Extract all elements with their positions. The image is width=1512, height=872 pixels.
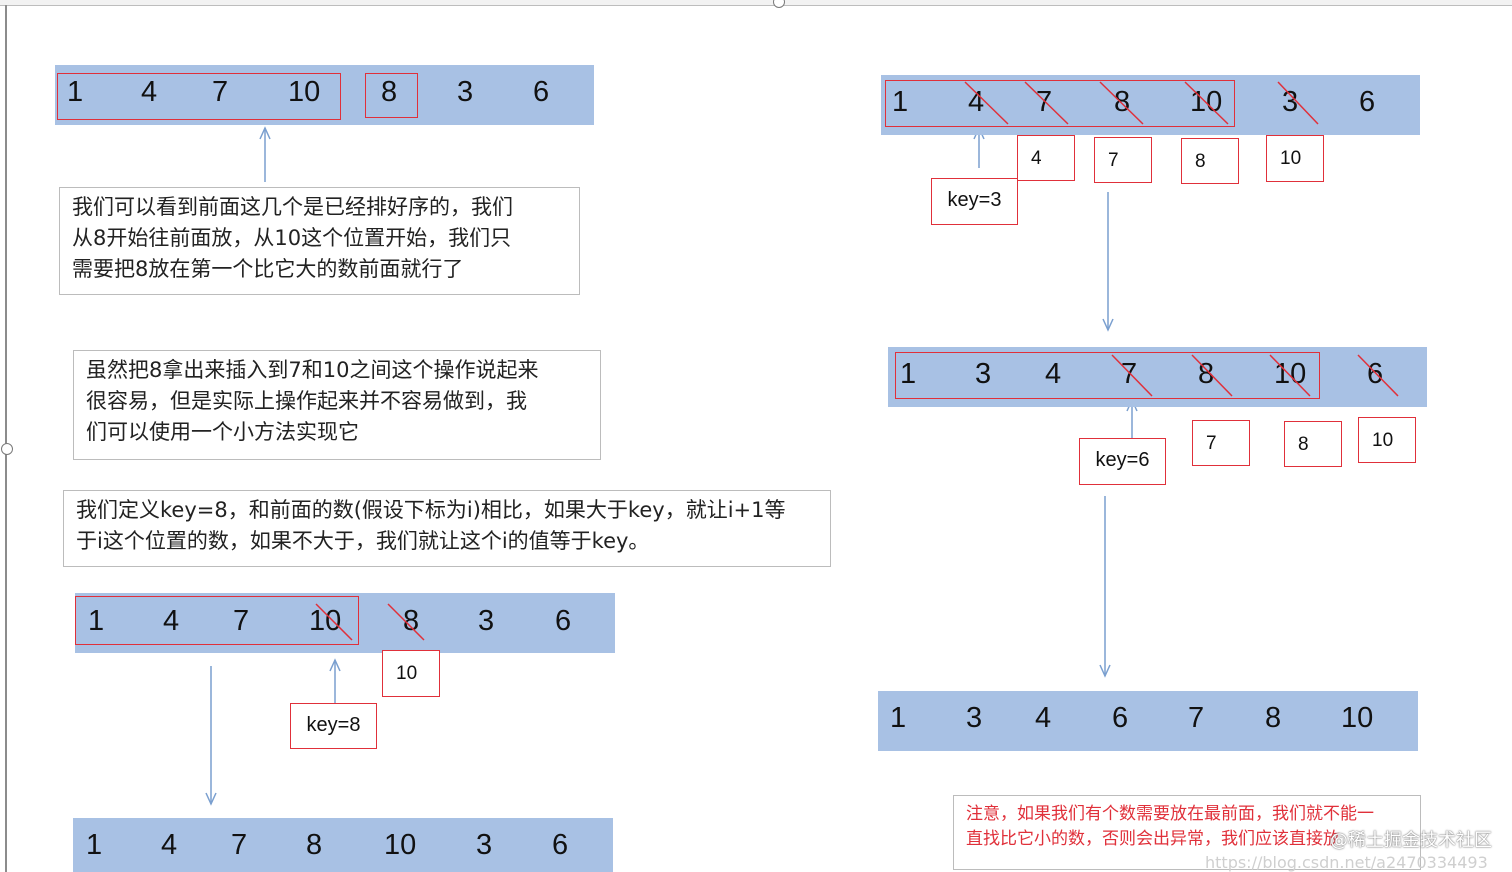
array-2-element: 6 (555, 605, 572, 637)
right-array-2-element: 10 (1274, 358, 1307, 390)
shifted-value: 8 (1195, 151, 1206, 172)
right-array-1-element: 4 (968, 86, 985, 118)
right-array-2-element: 7 (1121, 358, 1138, 390)
shifted-value: 7 (1206, 433, 1217, 454)
callout-line: 从8开始往前面放，从10这个位置开始，我们只 (72, 226, 512, 250)
array-1-element: 7 (212, 76, 229, 108)
right-sorted-range-box-2 (895, 352, 1320, 399)
right-array-1-element: 3 (1282, 86, 1299, 118)
array-2-element: 10 (309, 605, 342, 637)
shifted-value: 10 (1280, 148, 1302, 169)
note-line: 注意，如果我们有个数需要放在最前面，我们就不能一 (966, 804, 1374, 824)
key-box-6: key=6 (1079, 438, 1166, 485)
sorted-range-box-1 (57, 73, 341, 120)
shifted-value-box: 7 (1094, 137, 1152, 183)
right-array-2-element: 4 (1045, 358, 1062, 390)
array-1-element: 4 (141, 76, 158, 108)
right-array-bar-3 (878, 691, 1418, 751)
array-3-element: 3 (476, 829, 493, 861)
callout-line: 我们可以看到前面这几个是已经排好序的，我们 (72, 195, 513, 219)
explanation-callout-1: 我们可以看到前面这几个是已经排好序的，我们 从8开始往前面放，从10这个位置开始… (59, 187, 580, 295)
array-2-element: 7 (233, 605, 250, 637)
right-array-3-element: 6 (1112, 702, 1129, 734)
array-2-element: 8 (403, 605, 420, 637)
right-array-1-element: 10 (1190, 86, 1223, 118)
callout-line: 虽然把8拿出来插入到7和10之间这个操作说起来 (86, 358, 539, 382)
shifted-value-box: 8 (1284, 421, 1342, 467)
right-array-1-element: 1 (892, 86, 909, 118)
right-array-1-element: 6 (1359, 86, 1376, 118)
source-url: https://blog.csdn.net/a2470334493 (1205, 853, 1488, 872)
callout-line: 我们定义key=8，和前面的数(假设下标为i)相比，如果大于key，就让i+1等 (76, 498, 786, 522)
left-frame (5, 5, 7, 872)
key-box-3: key=3 (931, 178, 1018, 225)
shifted-value: 8 (1298, 434, 1309, 455)
shifted-value-box: 10 (1358, 417, 1416, 463)
array-1-element: 8 (381, 76, 398, 108)
shifted-value-box: 8 (1181, 138, 1239, 184)
resize-handle-top[interactable] (773, 0, 785, 8)
right-sorted-range-box-1 (885, 80, 1235, 127)
shifted-value: 4 (1031, 148, 1042, 169)
callout-line: 需要把8放在第一个比它大的数前面就行了 (72, 257, 464, 281)
right-array-bar-2 (888, 347, 1427, 407)
array-1-element: 10 (288, 76, 321, 108)
right-array-2-element: 3 (975, 358, 992, 390)
right-array-3-element: 10 (1341, 702, 1374, 734)
array-3-element: 4 (161, 829, 178, 861)
array-3-element: 10 (384, 829, 417, 861)
key-element-box-1 (365, 73, 418, 118)
shifted-value-box: 7 (1192, 420, 1250, 466)
shifted-value-box: 10 (382, 650, 440, 697)
right-array-1-element: 8 (1114, 86, 1131, 118)
array-2-element: 3 (478, 605, 495, 637)
array-1-element: 1 (67, 76, 84, 108)
key-label: key=3 (947, 189, 1002, 211)
shifted-value-box: 10 (1266, 135, 1324, 182)
note-line: 直找比它小的数，否则会出异常，我们应该直接放 (966, 829, 1340, 849)
callout-line: 很容易，但是实际上操作起来并不容易做到，我 (86, 389, 527, 413)
key-label: key=6 (1095, 449, 1150, 471)
right-array-3-element: 7 (1188, 702, 1205, 734)
resize-handle-left[interactable] (1, 443, 13, 455)
callout-line: 们可以使用一个小方法实现它 (86, 420, 359, 444)
right-array-2-element: 1 (900, 358, 917, 390)
warning-note: 注意，如果我们有个数需要放在最前面，我们就不能一 直找比它小的数，否则会出异常，… (953, 795, 1421, 870)
right-array-3-element: 3 (966, 702, 983, 734)
right-array-2-element: 6 (1367, 358, 1384, 390)
right-array-2-element: 8 (1198, 358, 1215, 390)
array-bar-1 (55, 65, 594, 125)
sorted-range-box-2 (75, 596, 359, 645)
watermark: @稀土掘金技术社区 (1330, 830, 1492, 851)
array-3-element: 1 (86, 829, 103, 861)
key-label: key=8 (306, 714, 361, 736)
right-array-1-element: 7 (1036, 86, 1053, 118)
array-1-element: 3 (457, 76, 474, 108)
explanation-callout-3: 我们定义key=8，和前面的数(假设下标为i)相比，如果大于key，就让i+1等… (63, 490, 831, 567)
shifted-value: 7 (1108, 150, 1119, 171)
array-2-element: 4 (163, 605, 180, 637)
array-3-element: 8 (306, 829, 323, 861)
right-array-3-element: 1 (890, 702, 907, 734)
shifted-value: 10 (396, 663, 418, 684)
array-3-element: 7 (231, 829, 248, 861)
right-array-3-element: 8 (1265, 702, 1282, 734)
top-frame (0, 0, 1512, 6)
shifted-value: 10 (1372, 430, 1394, 451)
array-2-element: 1 (88, 605, 105, 637)
shifted-value-box: 4 (1017, 135, 1075, 181)
array-3-element: 6 (552, 829, 569, 861)
explanation-callout-2: 虽然把8拿出来插入到7和10之间这个操作说起来 很容易，但是实际上操作起来并不容… (73, 350, 601, 460)
key-box-8: key=8 (290, 703, 377, 749)
callout-line: 于i这个位置的数，如果不大于，我们就让这个i的值等于key。 (76, 529, 650, 553)
right-array-3-element: 4 (1035, 702, 1052, 734)
array-bar-3 (73, 818, 613, 872)
array-1-element: 6 (533, 76, 550, 108)
